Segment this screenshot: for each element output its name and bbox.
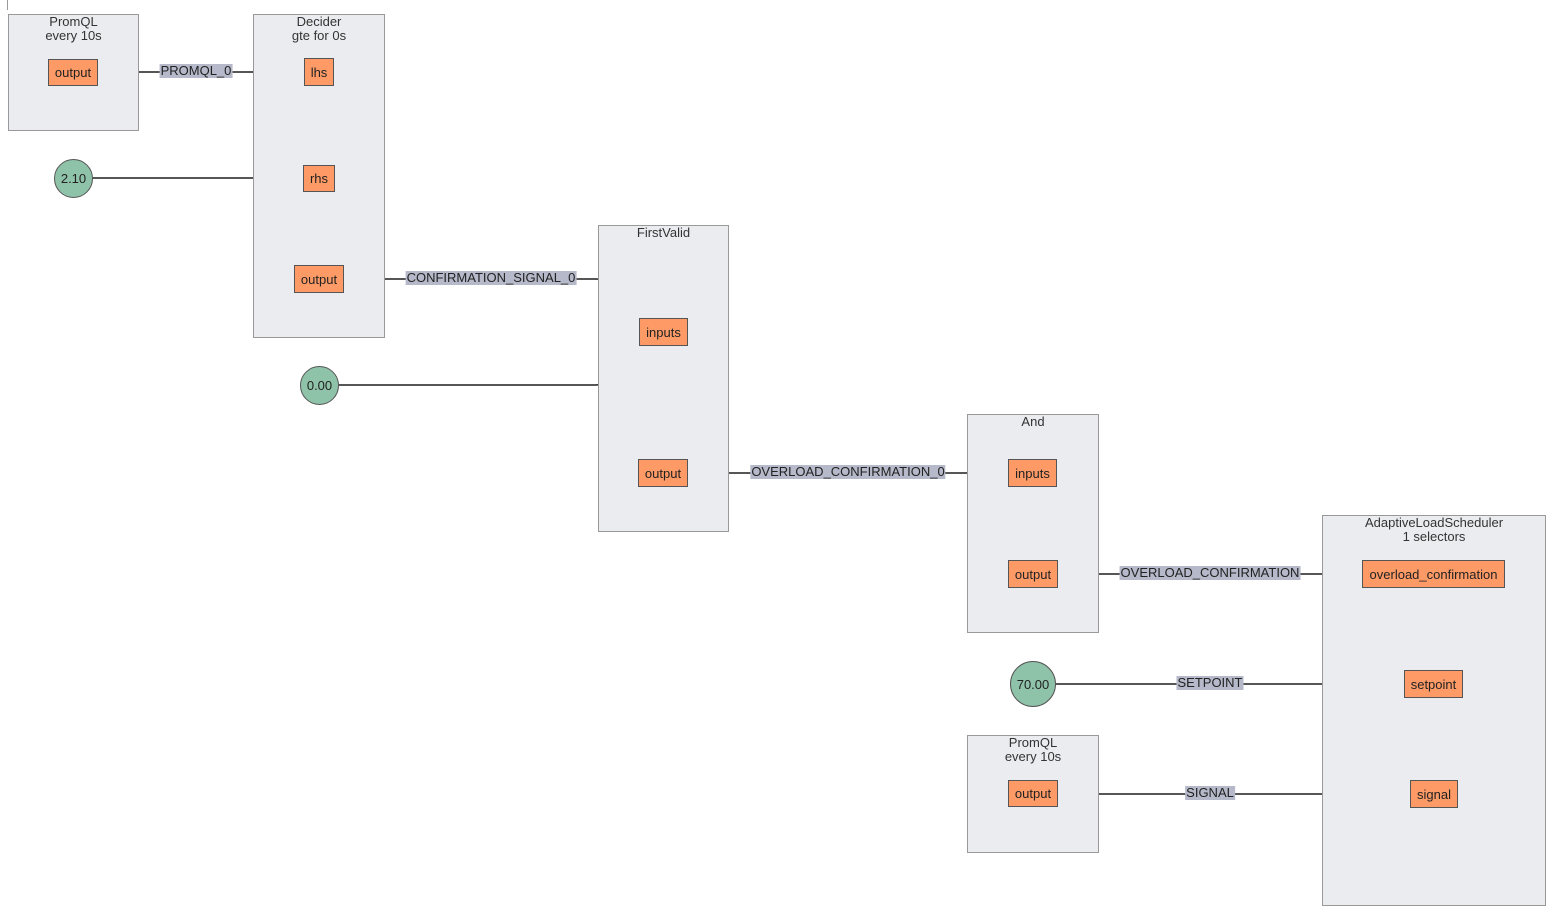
scheduler-overload-confirmation-port[interactable]: overload_confirmation	[1362, 560, 1505, 588]
edge-label-setpoint: SETPOINT	[1176, 675, 1244, 690]
and-block-title: And	[1021, 414, 1045, 429]
decider-output-port[interactable]: output	[294, 265, 344, 293]
promql-block-1-title: PromQL every 10s	[45, 14, 102, 43]
edge-label-promql-0: PROMQL_0	[159, 63, 233, 78]
decider-block-title: Decider gte for 0s	[291, 14, 347, 43]
and-inputs-port[interactable]: inputs	[1008, 459, 1057, 487]
adaptive-load-scheduler-title: AdaptiveLoadScheduler 1 selectors	[1364, 515, 1504, 544]
promql-block-2-title: PromQL every 10s	[1004, 735, 1062, 764]
firstvalid-inputs-port[interactable]: inputs	[639, 318, 688, 346]
constant-node-70-00[interactable]: 70.00	[1010, 661, 1056, 707]
edge-label-confirmation-signal-0: CONFIRMATION_SIGNAL_0	[405, 270, 577, 285]
decider-lhs-port[interactable]: lhs	[304, 58, 334, 86]
promql-block-2[interactable]: PromQL every 10s	[967, 735, 1099, 853]
and-block[interactable]: And	[967, 414, 1099, 633]
promql-1-output-port[interactable]: output	[48, 59, 98, 86]
edge-label-overload-confirmation: OVERLOAD_CONFIRMATION	[1119, 565, 1301, 580]
promql-2-output-port[interactable]: output	[1008, 780, 1058, 807]
edge-label-signal: SIGNAL	[1185, 785, 1235, 800]
constant-node-2-10[interactable]: 2.10	[54, 159, 93, 198]
and-output-port[interactable]: output	[1008, 560, 1058, 588]
firstvalid-block-title: FirstValid	[636, 225, 691, 240]
scheduler-setpoint-port[interactable]: setpoint	[1404, 670, 1463, 698]
scheduler-signal-port[interactable]: signal	[1410, 780, 1458, 808]
frame-edge	[7, 0, 8, 10]
constant-node-0-00[interactable]: 0.00	[300, 366, 339, 405]
firstvalid-output-port[interactable]: output	[638, 459, 688, 487]
decider-rhs-port[interactable]: rhs	[303, 165, 335, 192]
edge-label-overload-confirmation-0: OVERLOAD_CONFIRMATION_0	[750, 464, 946, 479]
